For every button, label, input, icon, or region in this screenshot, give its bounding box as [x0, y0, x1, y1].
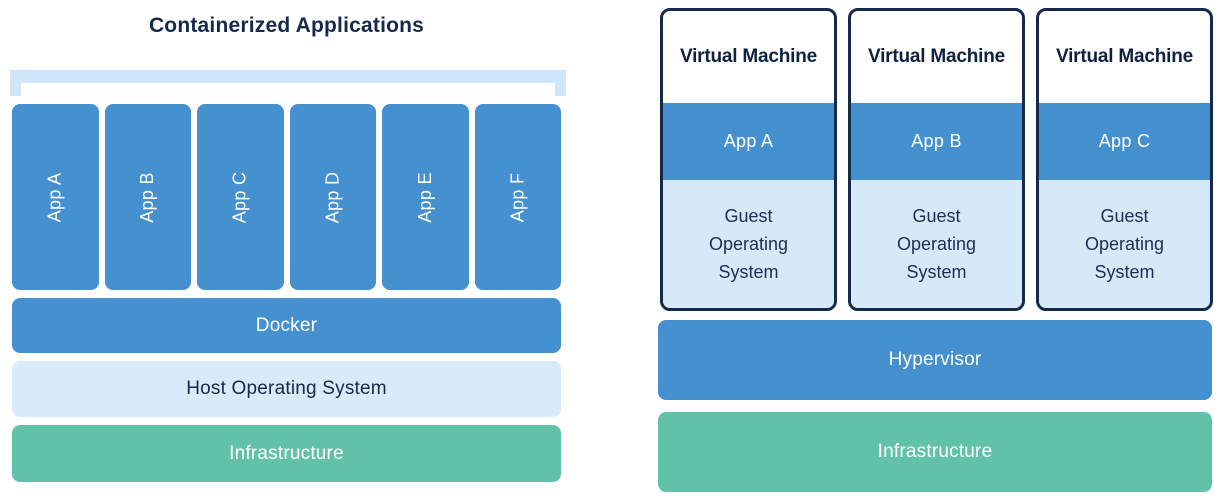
container-group-bracket: [10, 70, 566, 96]
container-app-a-label: App A: [44, 172, 65, 222]
container-app-d-label: App D: [322, 171, 343, 223]
container-app-f-label: App F: [507, 172, 528, 222]
hypervisor-layer: Hypervisor: [658, 320, 1212, 400]
container-app-b-box: App B: [104, 104, 191, 290]
virtual-machine-3-box: Virtual Machine App C Guest Operating Sy…: [1036, 8, 1213, 311]
vm-2-guest-os-label: Guest Operating System: [896, 206, 977, 282]
container-apps-row: App A App B App C App D App E App F: [12, 104, 561, 290]
infrastructure-layer-left: Infrastructure: [12, 425, 561, 482]
container-app-c-label: App C: [229, 171, 250, 223]
host-operating-system-layer: Host Operating System: [12, 361, 561, 417]
virtual-machine-1-title: Virtual Machine: [679, 46, 818, 67]
vm-2-app-band: App B: [851, 103, 1022, 180]
containerized-applications-title: Containerized Applications: [148, 14, 425, 37]
virtual-machine-2-box: Virtual Machine App B Guest Operating Sy…: [848, 8, 1025, 311]
container-app-f-box: App F: [474, 104, 561, 290]
container-app-e-label: App E: [414, 171, 435, 223]
virtual-machine-1-box: Virtual Machine App A Guest Operating Sy…: [660, 8, 837, 311]
virtual-machine-2-title: Virtual Machine: [867, 46, 1006, 67]
infrastructure-layer-right: Infrastructure: [658, 412, 1212, 492]
vm-2-guest-os-band: Guest Operating System: [851, 180, 1022, 308]
container-app-c-box: App C: [197, 104, 284, 290]
virtual-machine-3-title: Virtual Machine: [1055, 46, 1194, 67]
vm-1-guest-os-label: Guest Operating System: [708, 206, 789, 282]
docker-layer: Docker: [12, 298, 561, 353]
vm-3-guest-os-label: Guest Operating System: [1084, 206, 1165, 282]
vm-3-app-band: App C: [1039, 103, 1210, 180]
vm-1-guest-os-band: Guest Operating System: [663, 180, 834, 308]
container-app-e-box: App E: [382, 104, 469, 290]
container-app-a-box: App A: [12, 104, 99, 290]
vm-3-guest-os-band: Guest Operating System: [1039, 180, 1210, 308]
container-app-b-label: App B: [137, 171, 158, 223]
container-app-d-box: App D: [289, 104, 376, 290]
vm-1-app-band: App A: [663, 103, 834, 180]
